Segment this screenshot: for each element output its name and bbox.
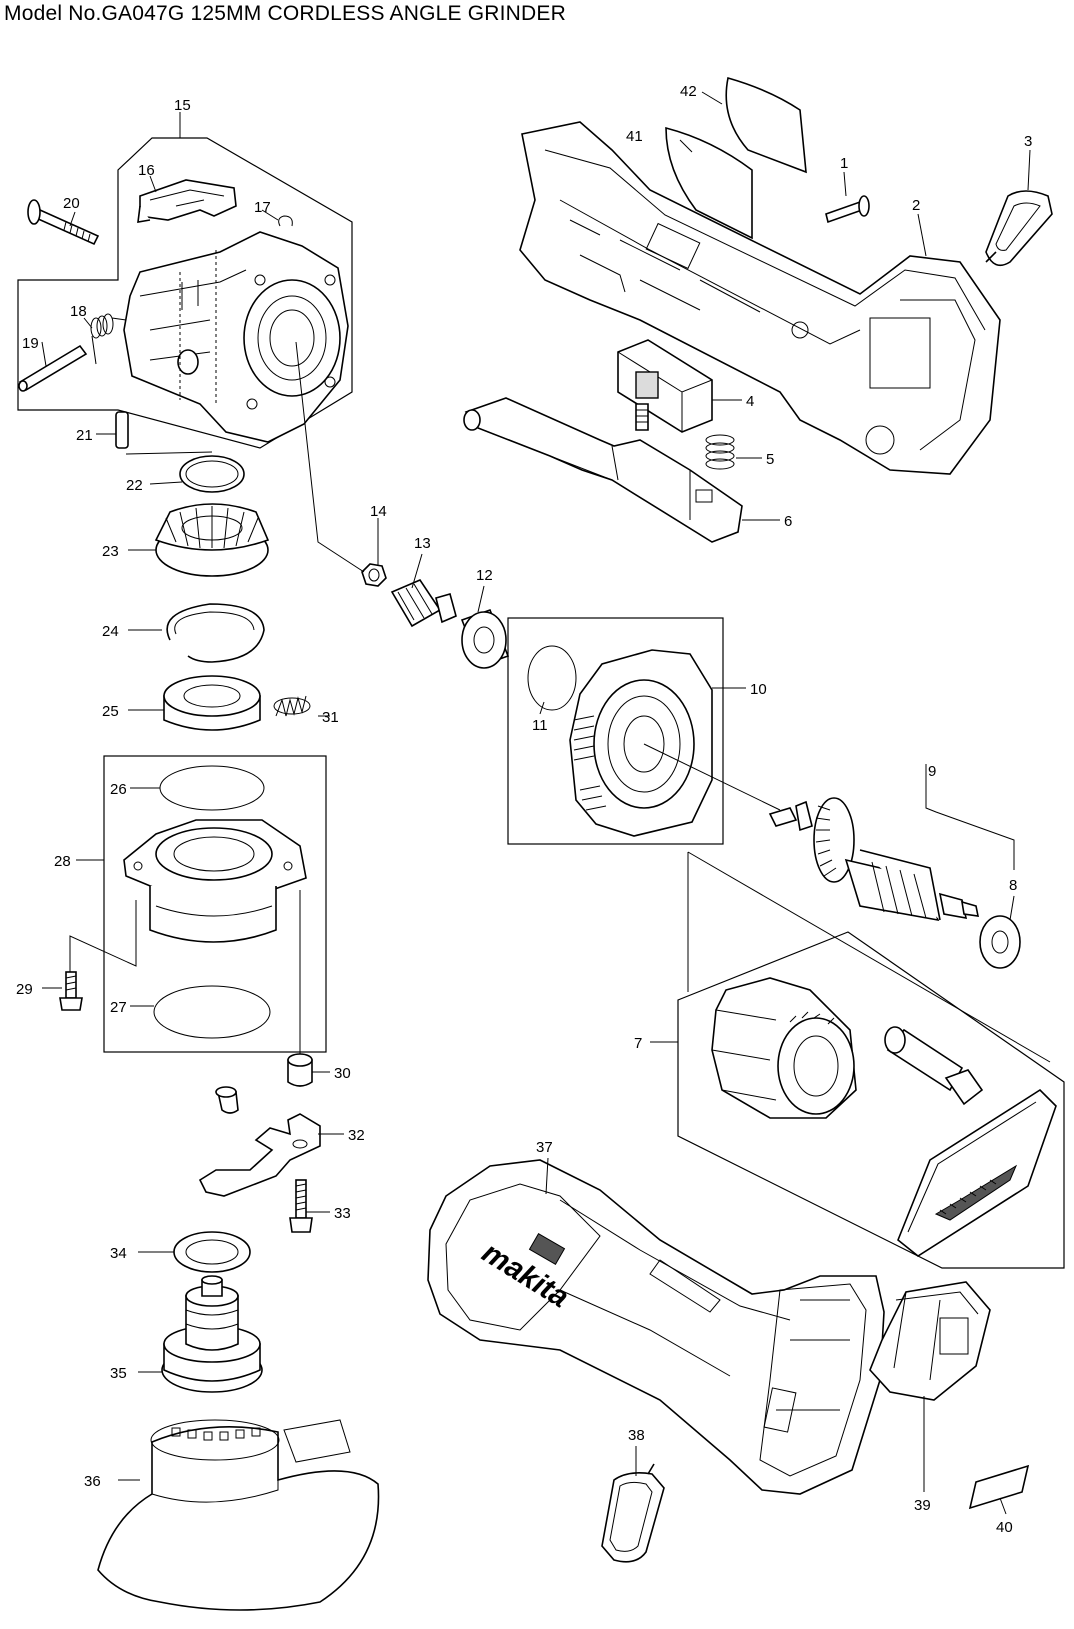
part-40-label [968, 1464, 1030, 1510]
part-10-motor-housing [569, 649, 713, 837]
part-30-collar [287, 1053, 313, 1087]
label-1: 1 [840, 155, 848, 172]
label-4: 4 [746, 393, 754, 410]
part-13-pinion-gear [390, 579, 457, 628]
motor-housing-group-frame [507, 617, 724, 845]
part-32-lock-plate [198, 1086, 321, 1197]
label-42: 42 [680, 83, 697, 100]
part-number-labels: 15 20 16 17 18 19 21 22 23 24 25 26 28 2… [16, 83, 1032, 1536]
part-4-switch [617, 339, 713, 433]
part-7-stator [711, 977, 857, 1119]
label-25: 25 [102, 703, 119, 720]
part-23-bevel-gear [154, 503, 270, 577]
part-36-wheel-guard [97, 1419, 380, 1611]
part-7-cover-plate [897, 1088, 1057, 1257]
label-36: 36 [84, 1473, 101, 1490]
part-8-bearing [979, 915, 1021, 969]
label-6: 6 [784, 513, 792, 530]
label-13: 13 [414, 535, 431, 552]
label-11: 11 [532, 717, 548, 734]
part-5-spring [705, 434, 735, 470]
label-35: 35 [110, 1365, 127, 1382]
part-35-spindle [161, 1275, 263, 1393]
label-14: 14 [370, 503, 387, 520]
gear-housing-group-frame [17, 137, 353, 449]
part-39-battery-terminal [869, 1281, 991, 1401]
label-10: 10 [750, 681, 767, 698]
part-22-retaining-ring [179, 455, 245, 493]
label-16: 16 [138, 162, 155, 179]
part-1-screw [825, 195, 870, 224]
part-6-switch-lever [463, 397, 743, 543]
label-30: 30 [334, 1065, 351, 1082]
part-2-housing [519, 121, 1001, 475]
part-16-lock-lever [137, 179, 237, 223]
label-38: 38 [628, 1427, 645, 1444]
label-3: 3 [1024, 133, 1032, 150]
label-17: 17 [254, 199, 271, 216]
diagram-title: Model No.GA047G 125MM CORDLESS ANGLE GRI… [4, 2, 566, 25]
bearing-box-group-frame [103, 755, 327, 1053]
label-31: 31 [322, 709, 339, 726]
leader-lines [41, 91, 1051, 1515]
label-18: 18 [70, 303, 87, 320]
part-20-bolt [27, 199, 100, 246]
part-42-label [725, 76, 807, 174]
label-33: 33 [334, 1205, 351, 1222]
label-9: 9 [928, 763, 936, 780]
part-11-o-ring [527, 645, 577, 711]
part-25-bearing [163, 675, 261, 731]
label-2: 2 [912, 197, 920, 214]
part-29-screw [59, 971, 83, 1011]
label-40: 40 [996, 1519, 1013, 1536]
label-7: 7 [634, 1035, 642, 1052]
part-14-nut [361, 563, 387, 587]
label-19: 19 [22, 335, 39, 352]
label-28: 28 [54, 853, 71, 870]
label-12: 12 [476, 567, 493, 584]
label-21: 21 [76, 427, 93, 444]
part-26-o-ring [159, 765, 265, 811]
part-41-label [665, 126, 753, 240]
label-5: 5 [766, 451, 774, 468]
label-24: 24 [102, 623, 119, 640]
label-32: 32 [348, 1127, 365, 1144]
stator-group-frame [677, 931, 1065, 1269]
part-15-gear-housing [123, 231, 349, 443]
part-28-bearing-box [123, 819, 307, 943]
part-3-plate [985, 190, 1053, 267]
label-41: 41 [626, 128, 643, 145]
label-23: 23 [102, 543, 119, 560]
part-7-sleeve [884, 1026, 984, 1106]
label-26: 26 [110, 781, 127, 798]
part-21-pin [115, 411, 129, 449]
label-8: 8 [1009, 877, 1017, 894]
label-20: 20 [63, 195, 80, 212]
part-18-torsion-spring [90, 313, 127, 365]
part-31-compression-spring [273, 695, 311, 717]
label-34: 34 [110, 1245, 127, 1262]
part-24-retaining-ring [166, 603, 265, 663]
part-17-retaining-ring [278, 215, 293, 227]
label-27: 27 [110, 999, 127, 1016]
part-12-bearing [460, 608, 510, 669]
part-34-ring [173, 1231, 251, 1273]
label-22: 22 [126, 477, 143, 494]
part-9-armature [768, 797, 980, 922]
label-37: 37 [536, 1139, 553, 1156]
part-19-pin [18, 344, 88, 392]
part-33-screw [289, 1179, 313, 1233]
label-39: 39 [914, 1497, 931, 1514]
label-29: 29 [16, 981, 33, 998]
label-15: 15 [174, 97, 191, 114]
part-27-o-ring [153, 985, 271, 1039]
part-38-plate [601, 1463, 665, 1563]
part-37-motor-housing: makita [427, 1159, 885, 1495]
